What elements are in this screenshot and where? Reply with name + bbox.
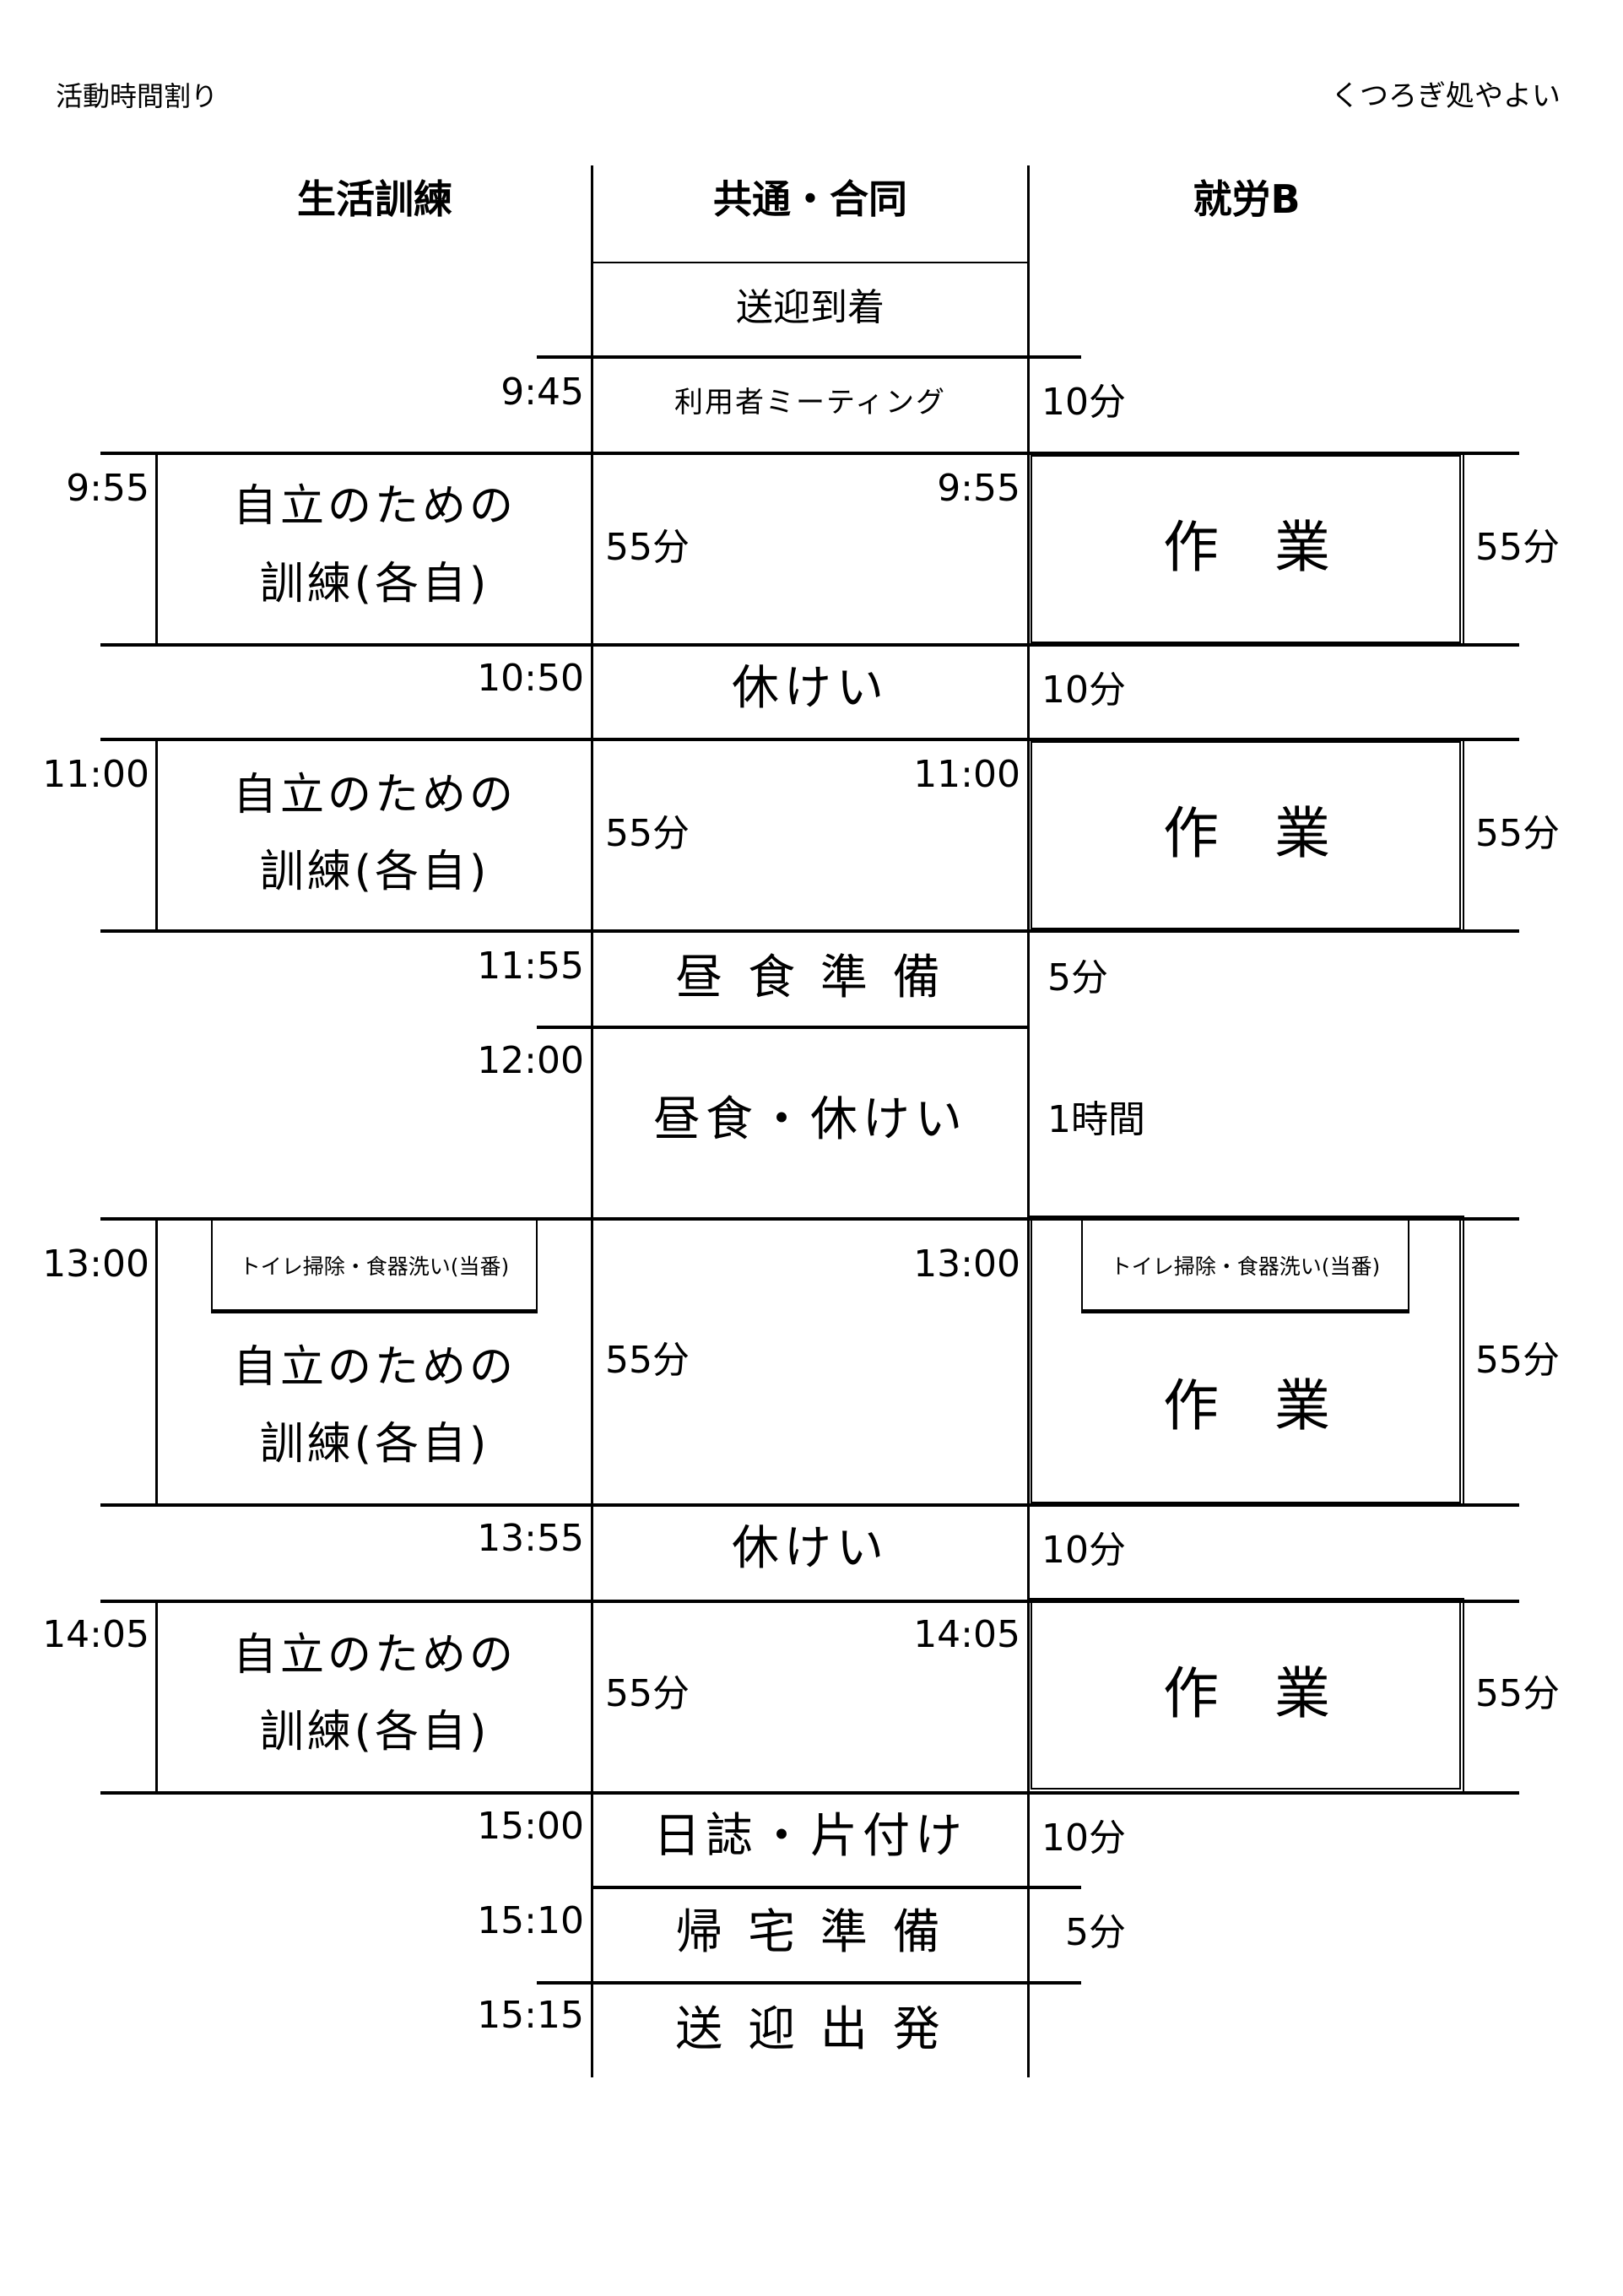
facility-name: くつろぎ処やよい <box>1331 79 1561 113</box>
go-home-prep-label: 帰 宅 準 備 <box>675 1905 945 1960</box>
row-divider <box>537 1026 1028 1029</box>
training-label: 訓練(各自) <box>259 559 490 609</box>
duration-label: 55分 <box>1475 526 1560 569</box>
row-divider <box>100 643 1519 647</box>
work-box <box>1027 452 1464 647</box>
row-divider <box>100 1503 1519 1507</box>
duration-label: 55分 <box>1475 1339 1560 1382</box>
column-header-common: 共通・合同 <box>713 176 907 222</box>
row-divider <box>100 452 1519 455</box>
time-label: 13:00 <box>913 1243 1020 1286</box>
break-label: 休けい <box>732 1521 889 1576</box>
time-label: 13:00 <box>42 1243 149 1286</box>
column-header-life-training: 生活訓練 <box>297 176 452 222</box>
duty-box-left: トイレ掃除・食器洗い(当番) <box>211 1219 538 1313</box>
departure-label: 送 迎 出 発 <box>675 2002 945 2057</box>
work-label: 作 業 <box>1163 1373 1330 1438</box>
duration-label: 5分 <box>1065 1911 1126 1954</box>
duration-label: 55分 <box>605 526 690 569</box>
duration-label: 55分 <box>605 1672 690 1715</box>
training-label: 自立のための <box>232 1630 517 1681</box>
column-header-employment-b: 就労B <box>1193 176 1301 222</box>
box-edge <box>155 739 158 931</box>
time-label: 11:00 <box>42 753 149 796</box>
time-label: 15:00 <box>477 1805 584 1848</box>
arrival-label: 送迎到着 <box>736 286 885 329</box>
training-label: 訓練(各自) <box>259 1707 490 1757</box>
box-edge <box>155 453 158 645</box>
time-label: 10:50 <box>477 657 584 700</box>
column-divider <box>1027 165 1030 2077</box>
time-label: 15:15 <box>477 1994 584 2037</box>
training-label: 訓練(各自) <box>259 847 490 897</box>
duty-label: トイレ掃除・食器洗い(当番) <box>1110 1254 1381 1279</box>
time-label: 9:55 <box>937 467 1020 510</box>
duty-label: トイレ掃除・食器洗い(当番) <box>239 1254 510 1279</box>
work-box <box>1027 738 1464 933</box>
duration-label: 10分 <box>1041 669 1126 712</box>
training-label: 訓練(各自) <box>259 1419 490 1470</box>
time-label: 11:00 <box>913 753 1020 796</box>
box-edge <box>155 1219 158 1505</box>
work-label: 作 業 <box>1163 801 1330 866</box>
time-label: 13:55 <box>477 1517 584 1560</box>
work-label: 作 業 <box>1163 1661 1330 1726</box>
duration-label: 55分 <box>605 1339 690 1382</box>
duration-label: 10分 <box>1041 1529 1126 1572</box>
time-label: 14:05 <box>913 1613 1020 1656</box>
work-label: 作 業 <box>1163 515 1330 580</box>
row-divider <box>537 1981 1081 1985</box>
row-divider <box>100 1217 1519 1221</box>
row-divider <box>100 1791 1519 1795</box>
duty-box-right: トイレ掃除・食器洗い(当番) <box>1081 1219 1409 1313</box>
row-divider <box>592 262 1028 263</box>
row-divider <box>100 738 1519 741</box>
lunch-break-label: 昼食・休けい <box>653 1092 967 1147</box>
training-label: 自立のための <box>232 1342 517 1393</box>
duration-label: 5分 <box>1047 956 1108 999</box>
document-title: 活動時間割り <box>56 80 219 112</box>
time-label: 11:55 <box>477 945 584 988</box>
break-label: 休けい <box>732 661 889 716</box>
training-label: 自立のための <box>232 770 517 820</box>
row-divider <box>537 355 1081 359</box>
duration-label: 1時間 <box>1047 1098 1145 1141</box>
duration-label: 55分 <box>1475 1672 1560 1715</box>
duration-label: 10分 <box>1041 381 1126 424</box>
row-divider <box>100 929 1519 933</box>
row-divider <box>100 1600 1519 1603</box>
duration-label: 55分 <box>1475 812 1560 855</box>
work-box <box>1027 1598 1464 1793</box>
time-label: 15:10 <box>477 1899 584 1942</box>
meeting-label: 利用者ミーティング <box>674 386 946 420</box>
time-label: 14:05 <box>42 1613 149 1656</box>
duration-label: 10分 <box>1041 1817 1126 1860</box>
work-box <box>1027 1216 1464 1507</box>
duration-label: 55分 <box>605 812 690 855</box>
lunch-prep-label: 昼 食 準 備 <box>675 950 945 1005</box>
time-label: 9:45 <box>500 371 584 414</box>
time-label: 9:55 <box>66 467 149 510</box>
box-edge <box>155 1601 158 1793</box>
training-label: 自立のための <box>232 481 517 532</box>
time-label: 12:00 <box>477 1039 584 1082</box>
column-divider <box>591 165 593 2077</box>
diary-label: 日誌・片付け <box>653 1809 967 1864</box>
row-divider <box>592 1886 1081 1889</box>
